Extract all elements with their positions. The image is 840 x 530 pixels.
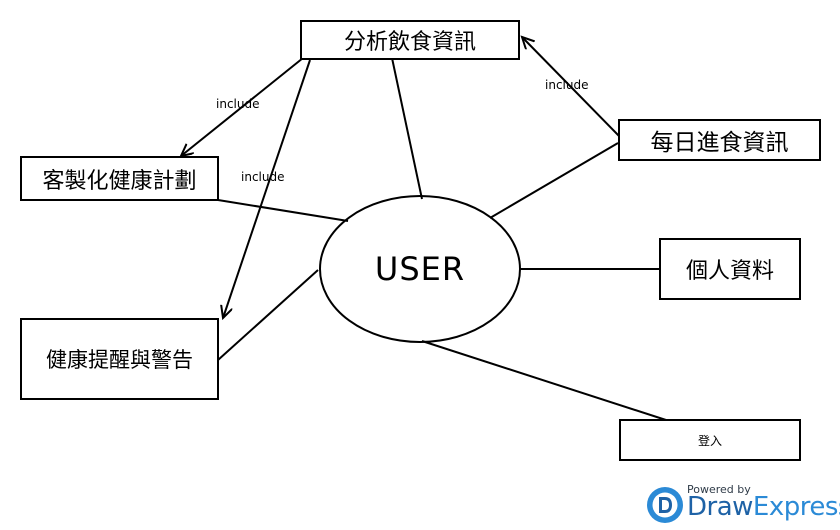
use-case-daily-label: 每日進食資訊 (650, 130, 789, 156)
include-analyze-alert (223, 59, 311, 318)
assoc-user-analyze (391, 57, 423, 200)
include-daily-analyze (522, 37, 621, 138)
use-case-personal-profile[interactable]: 個人資料 (659, 238, 801, 300)
use-case-analyze-label: 分析飲食資訊 (343, 30, 476, 55)
assoc-user-login (421, 340, 667, 421)
drawexpress-d-icon (647, 487, 683, 523)
use-case-daily-intake-info[interactable]: 每日進食資訊 (618, 119, 821, 161)
assoc-user-custom (217, 199, 349, 222)
use-case-health-alert[interactable]: 健康提醒與警告 (20, 318, 219, 400)
include-label-custom: include (216, 97, 260, 111)
wordmark-express: Express (752, 492, 840, 522)
use-case-alert-label: 健康提醒與警告 (46, 348, 193, 372)
use-case-analyze-diet-info[interactable]: 分析飲食資訊 (300, 20, 520, 60)
wordmark-draw: Draw (687, 492, 753, 522)
include-label-alert: include (241, 170, 285, 184)
use-case-profile-label: 個人資料 (685, 259, 774, 284)
drawexpress-logo: Powered by DrawExpress (645, 480, 840, 530)
powered-by-text: Powered by (687, 483, 751, 496)
use-case-custom-health-plan[interactable]: 客製化健康計劃 (20, 156, 219, 201)
use-case-custom-label: 客製化健康計劃 (42, 168, 197, 194)
user-actor-label: USER (374, 250, 466, 288)
use-case-login-label: 登入 (697, 433, 722, 448)
assoc-user-daily (489, 142, 619, 219)
include-label-daily: include (545, 78, 589, 92)
drawexpress-wordmark: DrawExpress (687, 492, 840, 522)
assoc-user-alert (217, 269, 319, 361)
include-analyze-custom (181, 57, 304, 156)
use-case-login[interactable]: 登入 (619, 419, 801, 461)
